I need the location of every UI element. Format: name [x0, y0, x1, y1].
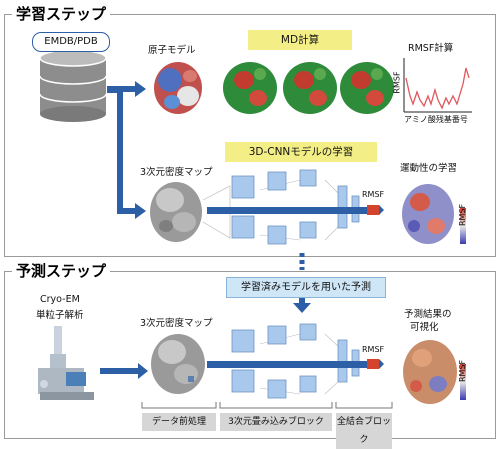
prediction-colorbar-label: RMSF: [458, 359, 467, 382]
density-map-image: [150, 182, 202, 242]
prediction-rmsf-output-label: RMSF: [362, 345, 385, 354]
footer-preprocessing: データ前処理: [142, 413, 216, 431]
prediction-density-map-label: 3次元密度マップ: [140, 318, 213, 329]
atomic-model-label: 原子モデル: [148, 45, 196, 56]
prediction-step-title: 予測ステップ: [12, 260, 111, 281]
md-protein-2: [283, 62, 337, 114]
cryoem-microscope-icon: [38, 326, 94, 400]
mobility-learning-label: 運動性の学習: [400, 163, 458, 174]
cryoem-label-line2: 単粒子解析: [36, 310, 84, 321]
md-protein-3: [340, 62, 394, 114]
mobility-structure-image: [402, 184, 454, 244]
database-icon: [39, 49, 107, 122]
atomic-model-image: [154, 62, 202, 114]
prediction-result-label-line1: 予測結果の: [404, 309, 452, 320]
learning-colorbar: [460, 208, 466, 244]
prediction-input-arrow: [100, 368, 138, 374]
prediction-banner: 学習済みモデルを用いた予測: [226, 277, 386, 298]
md-calc-banner: MD計算: [248, 30, 352, 50]
rmsf-axis-y-label: RMSF: [392, 71, 402, 94]
footer-fc-block: 全結合ブロック: [336, 413, 392, 449]
cnn-network-learning: [202, 169, 384, 245]
density-map-label: 3次元密度マップ: [140, 167, 213, 178]
learning-step-frame: [4, 14, 496, 257]
rmsf-output-label: RMSF: [362, 190, 385, 199]
prediction-structure-image: [403, 340, 457, 404]
cnn-train-banner: 3D-CNNモデルの学習: [225, 142, 377, 162]
prediction-result-label-line2: 可視化: [410, 322, 439, 333]
learning-colorbar-label: RMSF: [458, 203, 467, 226]
database-label: EMDB/PDB: [32, 32, 110, 52]
cryoem-label-line1: Cryo-EM: [40, 294, 80, 305]
rmsf-line: [405, 67, 470, 110]
rmsf-axis-x-label: アミノ酸残基番号: [404, 115, 468, 124]
md-protein-1: [223, 62, 277, 114]
footer-conv-block: 3次元畳み込みブロック: [220, 413, 332, 431]
rmsf-calc-label: RMSF計算: [408, 43, 454, 54]
learning-flow-arrows: [107, 81, 146, 219]
footer-bracket: [141, 402, 393, 409]
prediction-step-frame: [4, 271, 496, 439]
rmsf-plot: [403, 58, 472, 113]
prediction-colorbar: [460, 364, 466, 400]
cnn-network-prediction: [207, 323, 384, 399]
prediction-density-map-image: [151, 334, 205, 394]
learning-step-title: 学習ステップ: [12, 3, 111, 24]
